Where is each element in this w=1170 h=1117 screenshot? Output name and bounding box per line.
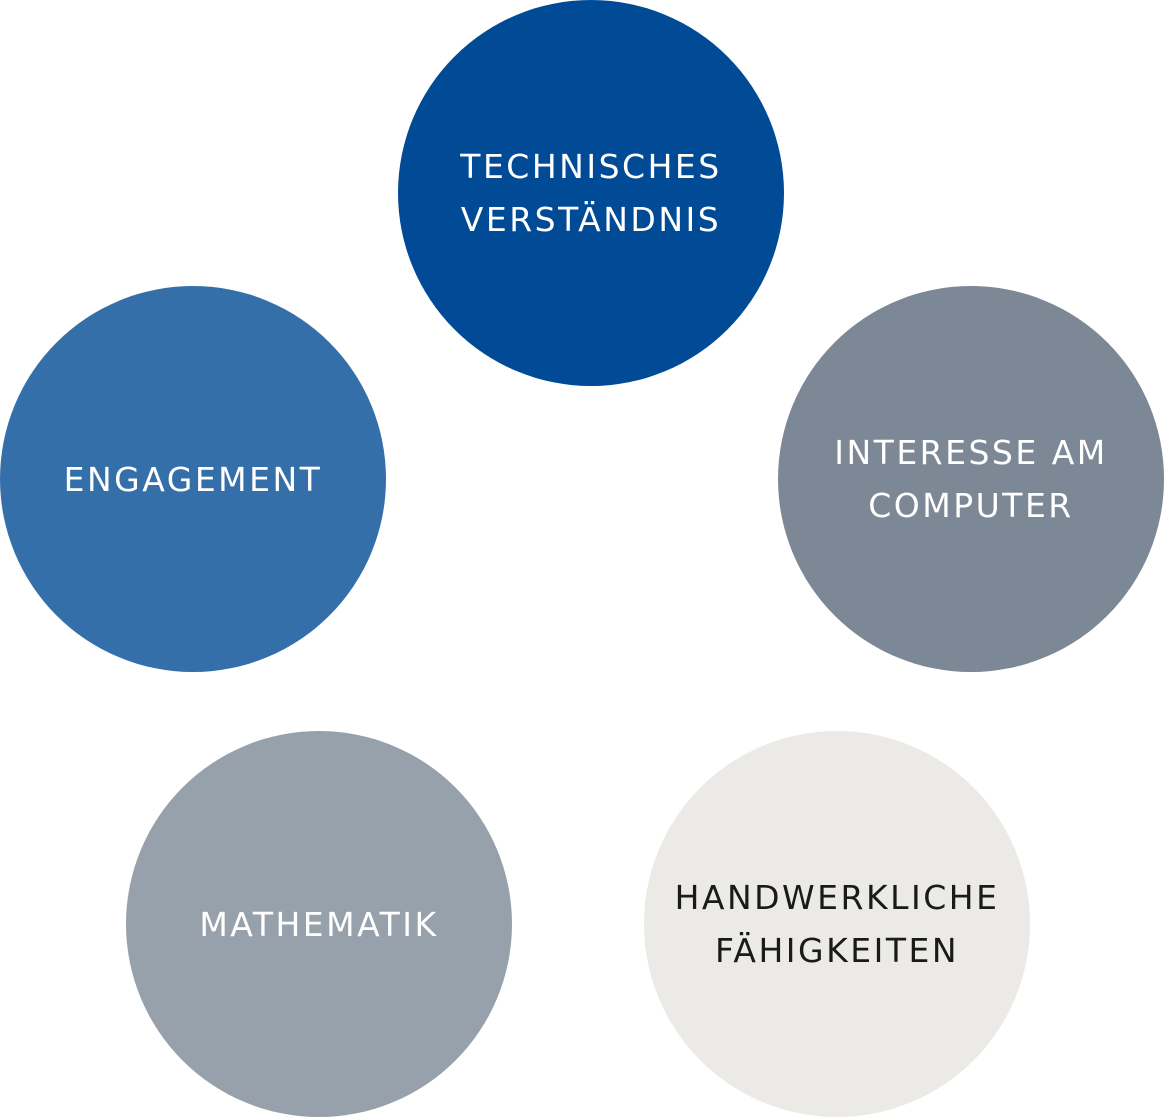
circle-label: HANDWERKLICHE FÄHIGKEITEN [674,878,1000,970]
circle-technisches-verstaendnis: TECHNISCHES VERSTÄNDNIS [398,0,784,386]
circle-engagement: ENGAGEMENT [0,286,386,672]
circle-handwerkliche-faehigkeiten: HANDWERKLICHE FÄHIGKEITEN [644,731,1030,1117]
circle-label: ENGAGEMENT [63,459,323,499]
circle-interesse-am-computer: INTERESSE AM COMPUTER [778,286,1164,672]
circle-mathematik: MATHEMATIK [126,731,512,1117]
circle-label: MATHEMATIK [199,904,439,944]
circle-label: INTERESSE AM COMPUTER [834,433,1108,525]
circle-label: TECHNISCHES VERSTÄNDNIS [460,147,722,239]
